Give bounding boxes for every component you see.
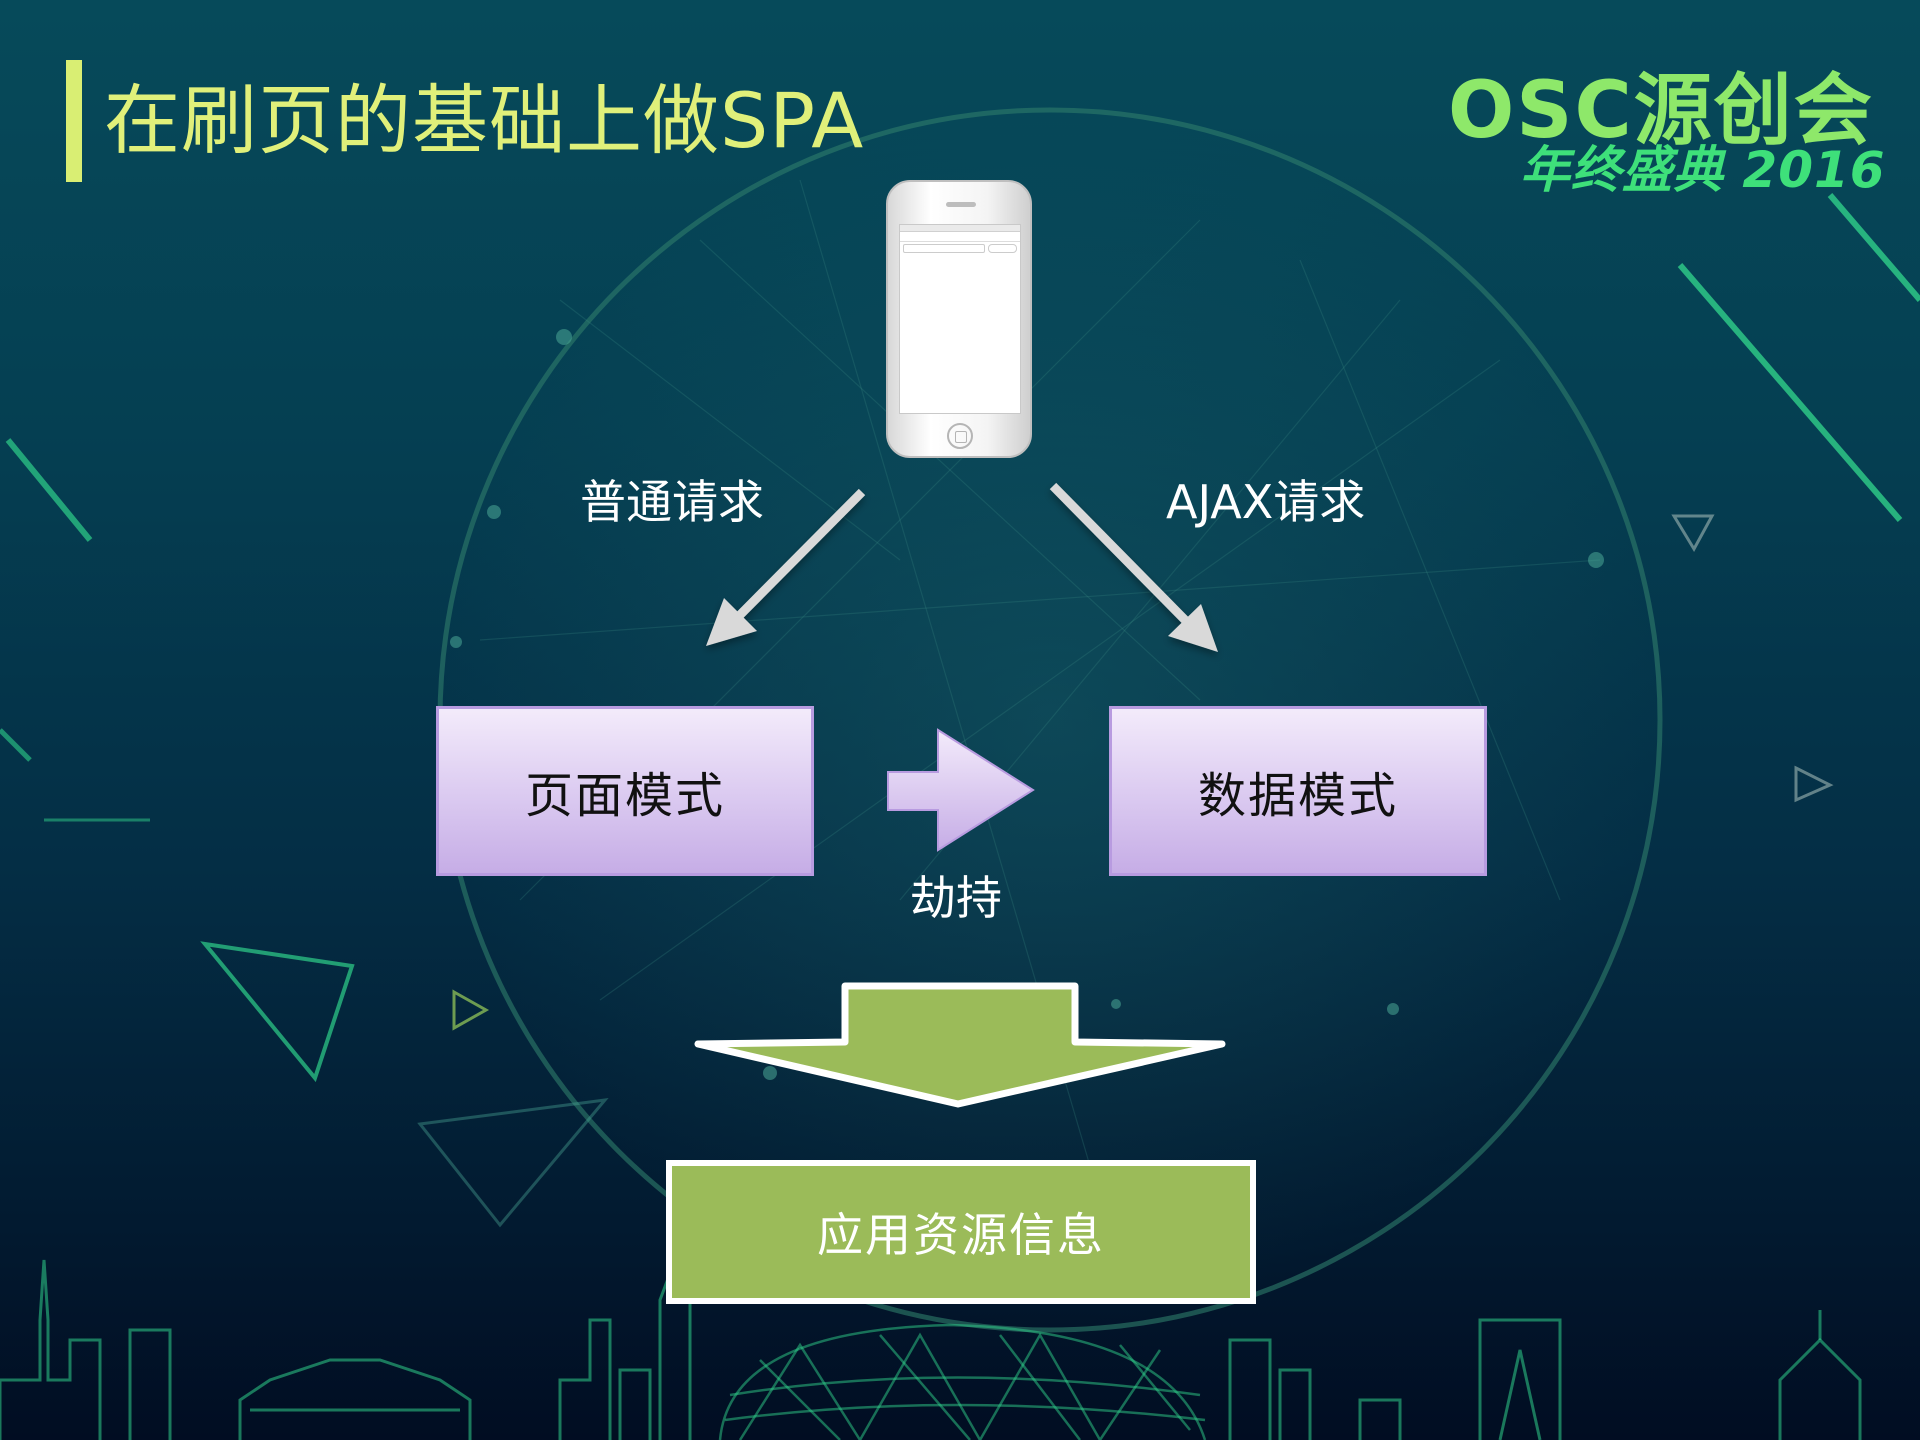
slide-title: 在刷页的基础上做SPA xyxy=(104,76,865,165)
label-ajax-request: AJAX请求 xyxy=(1166,475,1366,529)
label-normal-request: 普通请求 xyxy=(580,475,764,529)
arrow-down-result xyxy=(694,982,1226,1108)
phone-url-field xyxy=(903,244,986,253)
arrow-hijack xyxy=(887,728,1035,852)
smartphone-icon xyxy=(886,180,1032,458)
phone-status-bar xyxy=(900,225,1020,232)
node-page-mode: 页面模式 xyxy=(436,706,814,876)
phone-speaker xyxy=(946,202,976,207)
label-hijack: 劫持 xyxy=(910,871,1002,925)
node-data-mode: 数据模式 xyxy=(1109,706,1487,876)
phone-url-bar xyxy=(903,244,1017,253)
node-result: 应用资源信息 xyxy=(666,1160,1256,1304)
phone-nav-bar xyxy=(900,232,1020,242)
arrow-ajax-request xyxy=(1049,482,1218,652)
phone-home-button xyxy=(947,423,973,449)
event-logo: 年终盛典 2016 xyxy=(1520,141,1886,199)
title-accent-bar xyxy=(66,60,82,182)
phone-search-field xyxy=(988,244,1017,253)
phone-screen xyxy=(899,224,1021,414)
osc-logo: OSC源创会 xyxy=(1448,66,1874,156)
arrow-normal-request xyxy=(706,488,866,646)
